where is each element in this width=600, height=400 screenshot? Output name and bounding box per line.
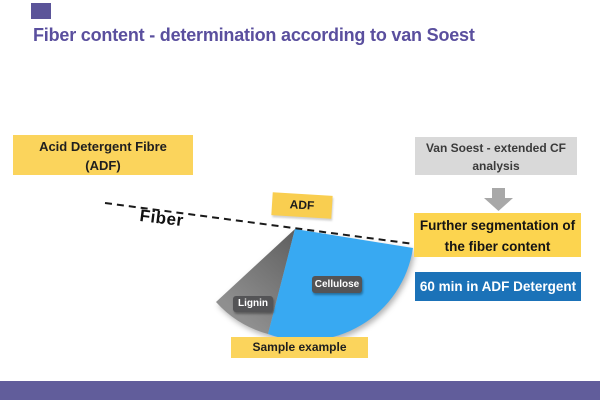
further-line1: Further segmentation of [419,218,576,233]
adf-detergent-method-box: 60 min in ADF Detergent [415,272,581,301]
further-line2: the fiber content [444,239,551,254]
sample-example-caption: Sample example [231,337,368,358]
van-soest-line2: analysis [472,159,520,173]
fiber-dashed-line [104,202,415,245]
corner-decoration-square [31,3,51,19]
van-soest-analysis-box: Van Soest - extended CF analysis [415,137,577,175]
further-segmentation-box: Further segmentation of the fiber conten… [414,213,581,257]
footer-bar [0,381,600,400]
slide-title: Fiber content - determination according … [33,25,475,45]
adf-box-line1: Acid Detergent Fibre [39,139,167,154]
lignin-segment-label: Lignin [233,296,273,312]
van-soest-line1: Van Soest - extended CF [425,141,567,155]
down-arrow-icon [484,188,513,211]
acid-detergent-fibre-box: Acid Detergent Fibre (ADF) [13,135,193,175]
adf-chip: ADF [271,192,333,219]
adf-box-line2: (ADF) [85,158,121,173]
cellulose-segment-label: Cellulose [312,276,362,293]
